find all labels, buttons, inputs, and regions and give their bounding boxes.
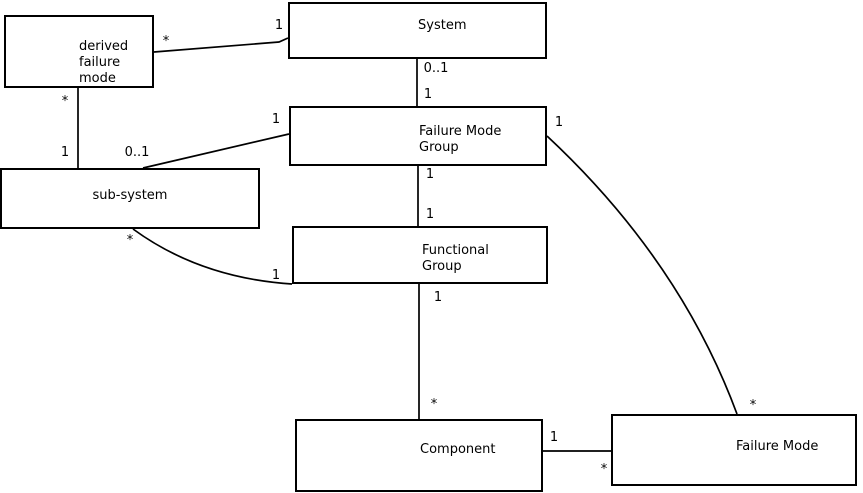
node-failure-mode: Failure Mode	[611, 414, 857, 486]
node-label-sub-system: sub-system	[92, 188, 168, 203]
node-label-system: System	[418, 18, 467, 33]
node-label-derived-failure-mode: derived failure mode	[79, 39, 129, 86]
edge-failure-mode-group--failure-mode	[546, 135, 738, 415]
node-derived-failure-mode: derived failure mode	[4, 15, 154, 88]
node-label-failure-mode-group: Failure Mode Group	[419, 124, 502, 155]
node-system: System	[288, 2, 547, 59]
edge-sub-system--failure-mode-group	[142, 133, 290, 169]
node-component: Component	[295, 419, 543, 492]
edge-sub-system--functional-group	[132, 228, 293, 285]
node-label-functional-group: Functional Group	[422, 243, 489, 274]
node-functional-group: Functional Group	[292, 226, 548, 284]
node-sub-system: sub-system	[0, 168, 260, 229]
node-label-failure-mode: Failure Mode	[736, 439, 819, 454]
node-failure-mode-group: Failure Mode Group	[289, 106, 547, 166]
node-label-component: Component	[420, 442, 496, 457]
edge-derived-failure-mode--system	[153, 37, 289, 53]
